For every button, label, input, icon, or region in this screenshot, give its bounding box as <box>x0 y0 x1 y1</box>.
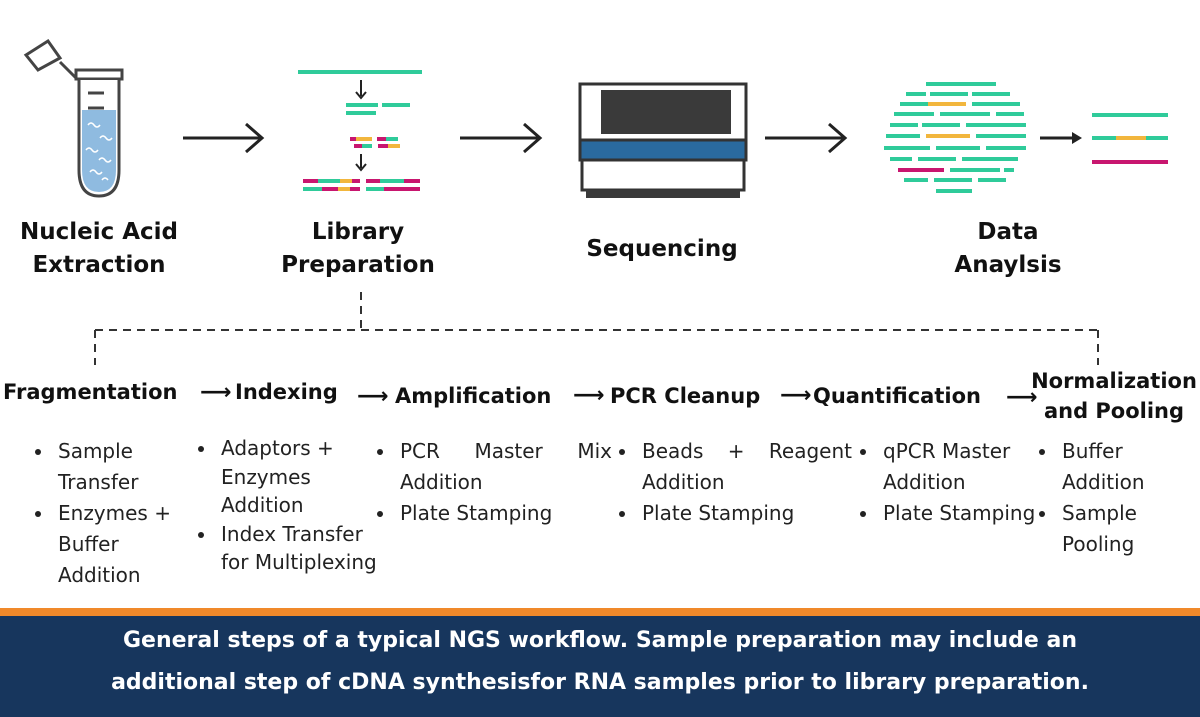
substep-title-indexing: Indexing <box>235 380 338 404</box>
stage-label-extraction: Nucleic Acid Extraction <box>0 216 198 282</box>
stage-label-line: Sequencing <box>586 236 738 262</box>
right-arrow-icon: ⟶ <box>1006 385 1038 410</box>
sequencer-icon <box>578 82 748 198</box>
right-arrow-icon: ⟶ <box>200 380 232 405</box>
substep-title-fragmentation: Fragmentation <box>3 380 178 404</box>
right-arrow-icon: ⟶ <box>357 384 389 409</box>
substep-title-amplification: Amplification <box>395 384 552 408</box>
caption-line: additional step of cDNA synthesisfor RNA… <box>111 670 1089 695</box>
substep-title-normalization: Normalization and Pooling <box>1030 366 1198 426</box>
substep-title-line: Normalization <box>1031 369 1197 393</box>
right-arrow-icon: ⟶ <box>573 383 605 408</box>
test-tube-icon-body <box>23 38 124 198</box>
list-item: Plate Stamping <box>879 498 1044 529</box>
stage-label-line: Preparation <box>281 252 435 278</box>
caption-banner <box>0 608 1200 717</box>
stage-label-sequencing: Sequencing <box>562 233 762 266</box>
list-item: Adaptors + Enzymes Addition <box>217 434 392 520</box>
caption-text: General steps of a typical NGS workflow.… <box>0 620 1200 704</box>
list-item: Plate Stamping <box>396 498 612 529</box>
substep-list-fragmentation: Sample Transfer Enzymes + Buffer Additio… <box>32 436 184 591</box>
stage-label-data-analysis: Data Anaylsis <box>908 216 1108 282</box>
list-item: PCR Master Mix Addition <box>396 436 612 498</box>
substep-title-quantification: Quantification <box>813 384 981 408</box>
dashed-bracket <box>94 292 1099 365</box>
substep-list-normalization: Buffer Addition Sample Pooling <box>1036 436 1178 560</box>
test-tube-icon <box>23 38 1168 198</box>
substep-title-pcr-cleanup: PCR Cleanup <box>610 384 761 408</box>
list-item: qPCR Master Addition <box>879 436 1044 498</box>
list-item: Sample Pooling <box>1058 498 1178 560</box>
stage-label-line: Library <box>311 219 405 245</box>
caption-line: General steps of a typical NGS workflow.… <box>123 628 1077 653</box>
stage-label-line: Nucleic Acid <box>19 219 179 245</box>
substep-list-quantification: qPCR Master Addition Plate Stamping <box>857 436 1044 529</box>
flow-arrow-icon <box>183 122 848 154</box>
substep-list-amplification: PCR Master Mix Addition Plate Stamping <box>374 436 612 529</box>
library-fragments-icon <box>298 70 422 191</box>
stage-label-line: Extraction <box>32 252 166 278</box>
list-item: Sample Transfer <box>54 436 184 498</box>
reads-alignment-icon <box>884 82 1168 193</box>
list-item: Index Transfer for Multiplexing <box>217 520 392 577</box>
list-item: Enzymes + Buffer Addition <box>54 498 184 591</box>
list-item: Buffer Addition <box>1058 436 1178 498</box>
stage-label-line: Anaylsis <box>954 252 1062 278</box>
stage-label-library-preparation: Library Preparation <box>258 216 458 282</box>
substep-list-pcr-cleanup: Beads + Reagent Addition Plate Stamping <box>616 436 852 529</box>
substep-title-line: and Pooling <box>1043 399 1185 423</box>
right-arrow-icon: ⟶ <box>780 383 812 408</box>
stage-label-line: Data <box>977 219 1039 245</box>
list-item: Plate Stamping <box>638 498 852 529</box>
substep-list-indexing: Adaptors + Enzymes Addition Index Transf… <box>195 434 392 577</box>
list-item: Beads + Reagent Addition <box>638 436 852 498</box>
